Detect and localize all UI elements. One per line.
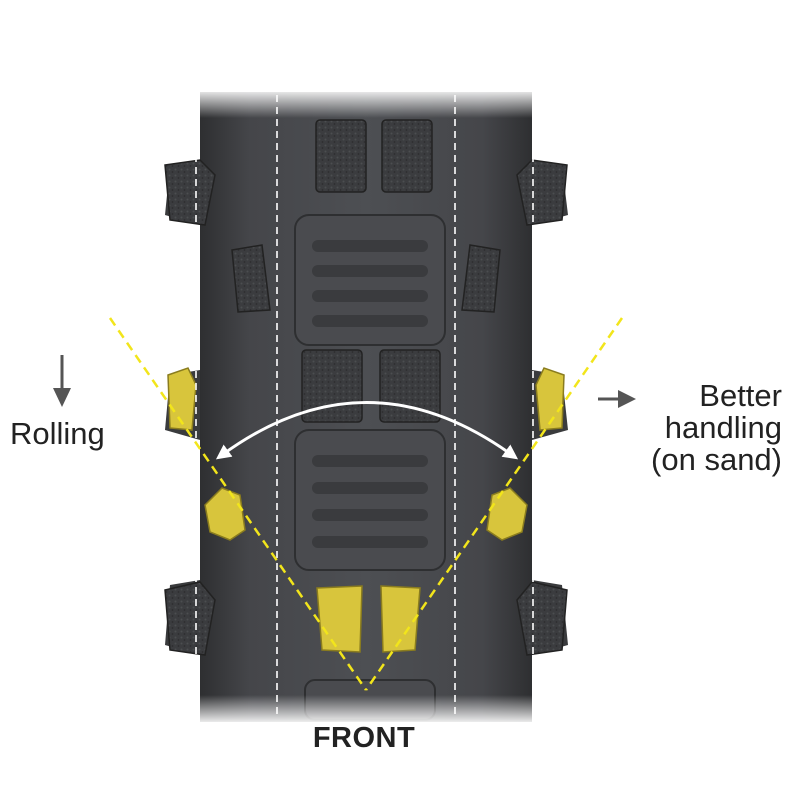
better-label-line2: handling <box>664 410 782 445</box>
v-angle-lines <box>108 317 624 691</box>
side-knobs <box>164 159 568 656</box>
right-arrow-icon <box>598 390 636 408</box>
highlighted-knobs <box>167 367 565 653</box>
rolling-label: Rolling <box>10 416 105 451</box>
better-label-line3: (on sand) <box>651 442 782 477</box>
dashed-guide-lines <box>195 95 534 715</box>
center-knob-pairs <box>301 119 441 423</box>
double-headed-arc-arrow-icon <box>215 401 519 460</box>
down-arrow-icon <box>53 355 71 407</box>
better-handling-label: Better handling (on sand) <box>651 380 782 476</box>
front-label: FRONT <box>312 722 416 754</box>
better-label-line1: Better <box>699 378 782 413</box>
